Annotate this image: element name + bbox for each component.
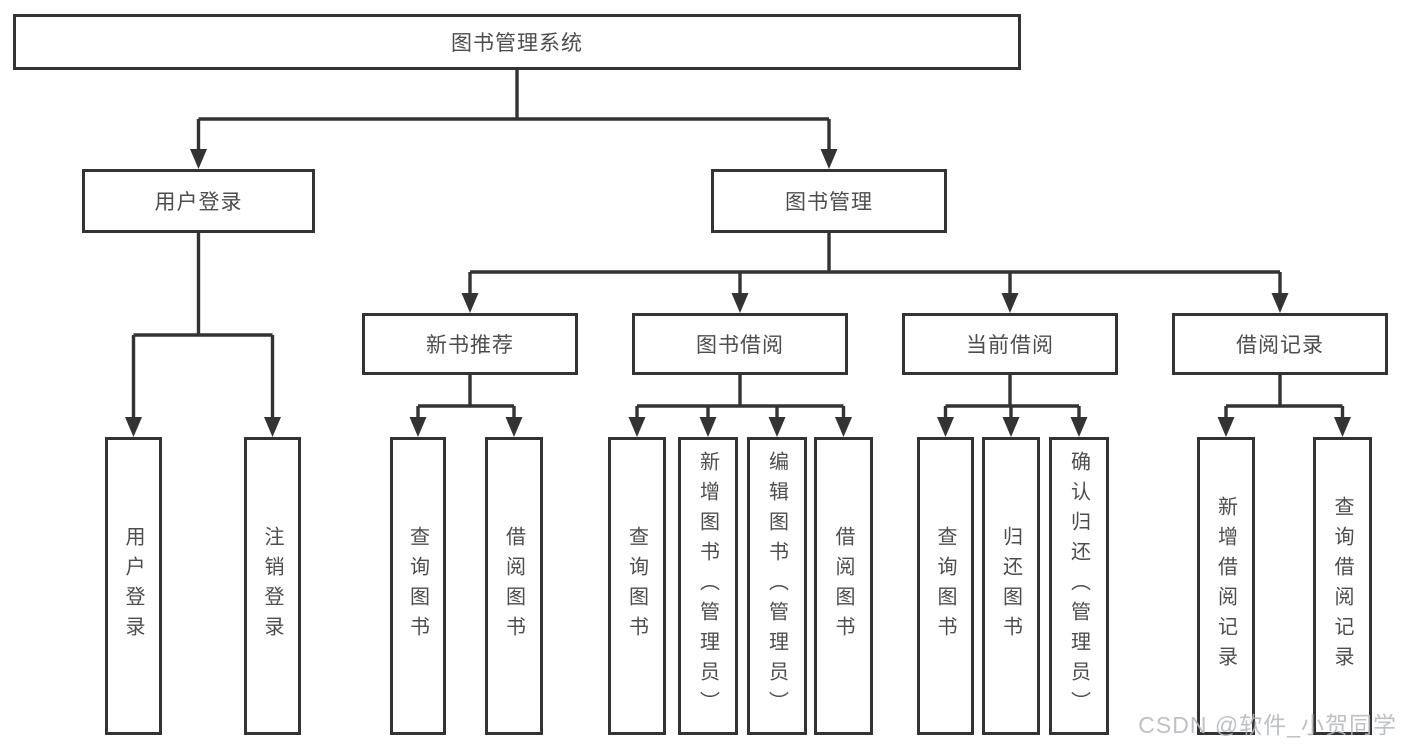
arrowhead-icon [1217, 417, 1235, 437]
arrowhead-icon [835, 417, 852, 437]
arrowhead-icon [1334, 417, 1351, 437]
leaf-edit-books-admin: 编辑图书（管理员） [747, 437, 807, 735]
arrowhead-icon [125, 417, 142, 437]
leaf-query-books-3: 查询图书 [917, 437, 974, 735]
arrowhead-icon [937, 417, 954, 437]
leaf-logout-login: 注销登录 [244, 437, 301, 735]
arrowhead-icon [505, 417, 523, 437]
leaf-query-books-2: 查询图书 [608, 437, 666, 735]
node-current-borrow: 当前借阅 [902, 313, 1118, 375]
leaf-confirm-return-admin: 确认归还（管理员） [1049, 437, 1109, 735]
arrowhead-icon [628, 417, 646, 437]
arrowhead-icon [409, 417, 427, 437]
node-new-book-recommend: 新书推荐 [362, 313, 578, 375]
arrowhead-icon [820, 149, 838, 169]
arrowhead-icon [190, 149, 207, 169]
node-book-borrow: 图书借阅 [632, 313, 848, 375]
arrowhead-icon [1070, 417, 1088, 437]
arrowhead-icon [1271, 293, 1289, 313]
arrowhead-icon [1002, 417, 1020, 437]
arrowhead-icon [768, 417, 786, 437]
arrowhead-icon [461, 293, 479, 313]
leaf-borrow-books-2: 借阅图书 [814, 437, 873, 735]
node-user-login: 用户登录 [82, 169, 315, 233]
leaf-add-books-admin: 新增图书（管理员） [678, 437, 738, 735]
arrowhead-icon [264, 417, 281, 437]
arrowhead-icon [1001, 293, 1019, 313]
leaf-query-borrow-record: 查询借阅记录 [1313, 437, 1372, 735]
arrowhead-icon [699, 417, 717, 437]
leaf-add-borrow-record: 新增借阅记录 [1197, 437, 1255, 735]
arrowhead-icon [731, 293, 749, 313]
leaf-query-books-1: 查询图书 [390, 437, 446, 735]
leaf-user-login: 用户登录 [105, 437, 162, 735]
leaf-borrow-books-1: 借阅图书 [485, 437, 543, 735]
node-borrow-records: 借阅记录 [1172, 313, 1388, 375]
node-library-management-system: 图书管理系统 [13, 14, 1021, 70]
node-book-management: 图书管理 [711, 169, 947, 233]
leaf-return-books: 归还图书 [982, 437, 1040, 735]
